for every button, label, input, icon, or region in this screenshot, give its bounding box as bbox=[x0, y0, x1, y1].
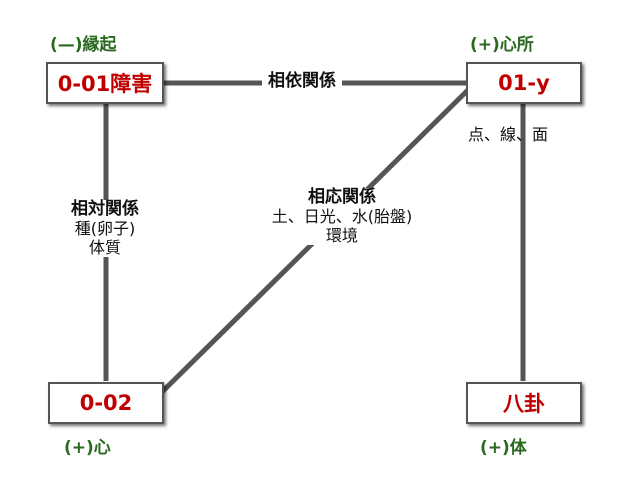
relation-left: 相対関係 種(卵子) 体質 bbox=[50, 200, 160, 257]
relation-diagonal-title: 相応関係 bbox=[308, 187, 376, 207]
relation-diagonal-line-1: 土、日光、水(胎盤) bbox=[271, 207, 413, 226]
caption-bottom-right: (+)体 bbox=[480, 438, 527, 458]
relation-diagonal: 相応関係 土、日光、水(胎盤) 環境 bbox=[222, 188, 462, 245]
relation-left-line-1: 種(卵子) bbox=[74, 219, 136, 238]
node-top-right-note: 点、線、面 bbox=[468, 125, 549, 144]
node-bottom-right: 八卦 bbox=[466, 382, 582, 424]
caption-bottom-left: (+)心 bbox=[64, 438, 111, 458]
node-top-left: 0-01障害 bbox=[46, 62, 164, 104]
relation-top-title: 相依関係 bbox=[268, 71, 336, 91]
relation-left-title: 相対関係 bbox=[71, 199, 139, 219]
caption-top-left: (—)縁起 bbox=[50, 35, 117, 55]
node-top-right: 01-y bbox=[466, 62, 582, 104]
node-label: 八卦 bbox=[503, 392, 545, 416]
node-label: 0-02 bbox=[79, 391, 133, 415]
caption-top-right: (+)心所 bbox=[470, 35, 534, 55]
relation-diagonal-line-2: 環境 bbox=[325, 226, 358, 245]
node-bottom-left: 0-02 bbox=[48, 382, 164, 424]
node-label: 0-01障害 bbox=[57, 72, 153, 96]
relation-top: 相依関係 bbox=[262, 72, 342, 91]
node-label: 01-y bbox=[498, 71, 550, 95]
relation-left-line-2: 体質 bbox=[88, 238, 121, 257]
